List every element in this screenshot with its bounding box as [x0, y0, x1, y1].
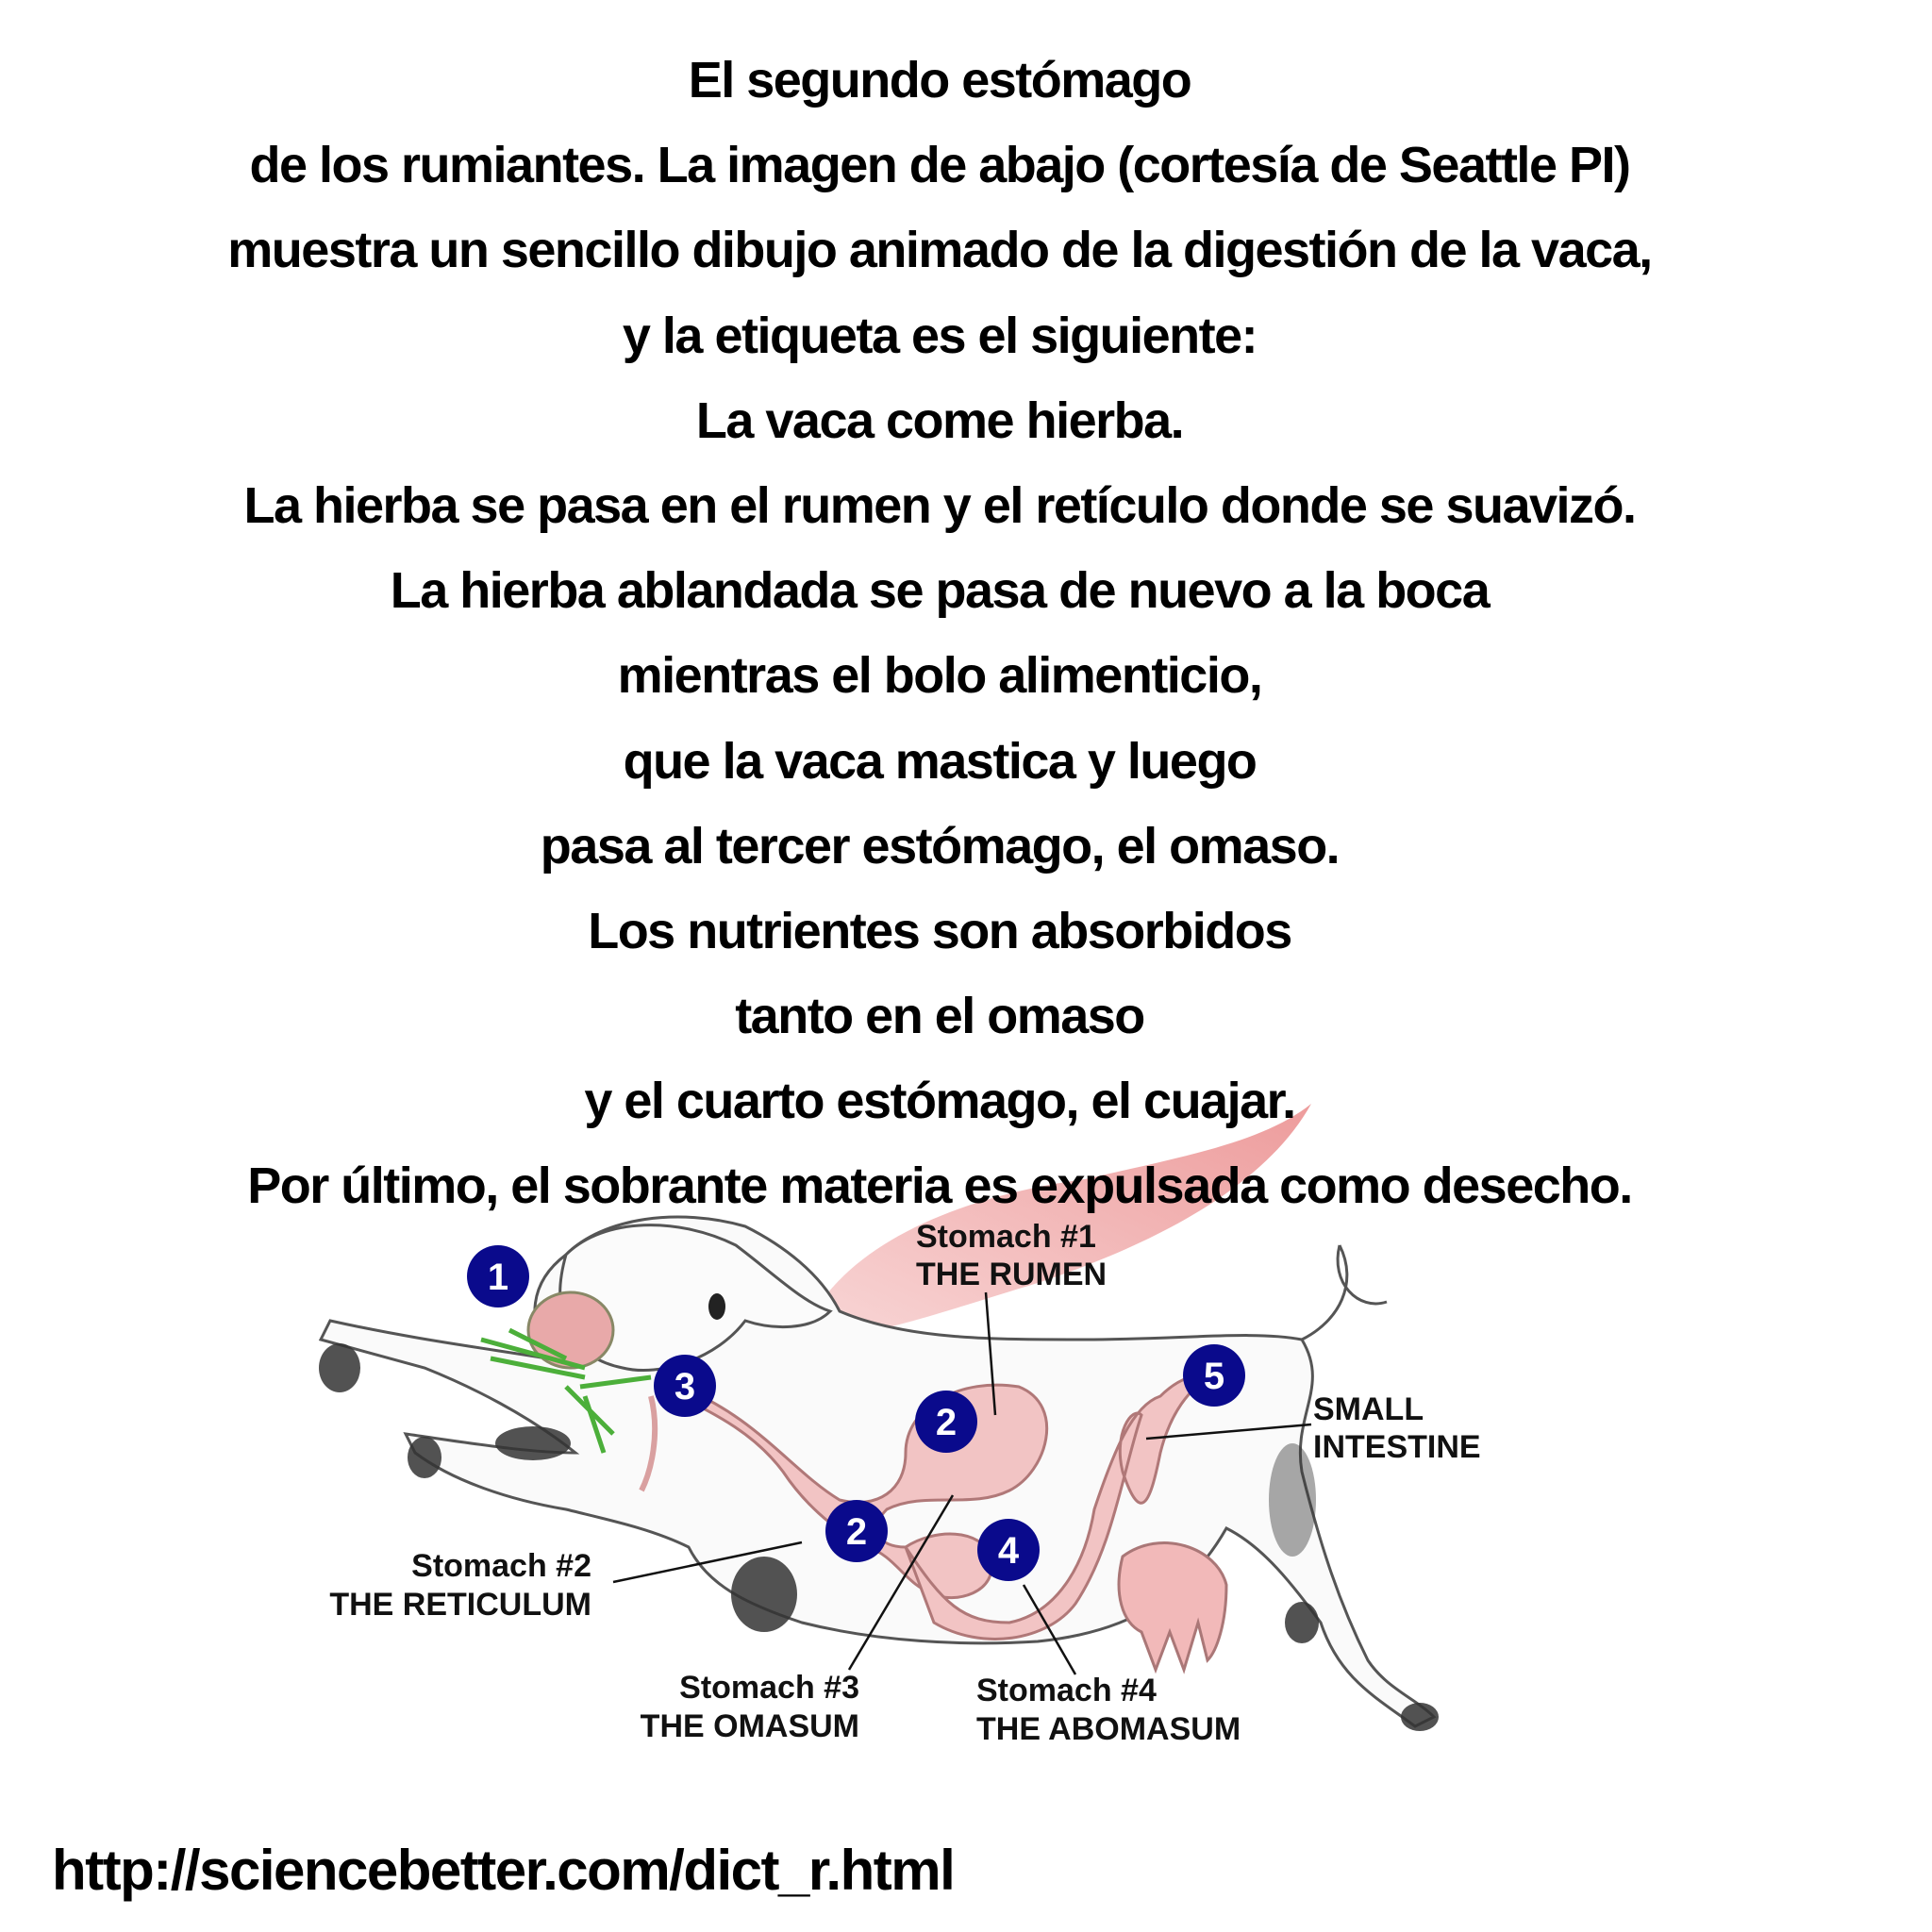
svg-text:THE ABOMASUM: THE ABOMASUM	[976, 1711, 1241, 1747]
badge-1: 1	[467, 1245, 529, 1307]
svg-text:THE RETICULUM: THE RETICULUM	[329, 1587, 591, 1623]
svg-text:1: 1	[488, 1257, 508, 1298]
label-omasum: Stomach #3 THE OMASUM	[641, 1670, 859, 1744]
caption-line: muestra un sencillo dibujo animado de la…	[227, 222, 1653, 279]
svg-text:3: 3	[675, 1366, 695, 1407]
svg-text:2: 2	[936, 1402, 957, 1443]
svg-text:2: 2	[846, 1511, 867, 1553]
svg-text:THE OMASUM: THE OMASUM	[641, 1708, 859, 1744]
caption-line: La hierba ablandada se pasa de nuevo a l…	[390, 562, 1491, 620]
caption-line: y el cuarto estómago, el cuajar.	[584, 1073, 1296, 1130]
leader-lines	[612, 1291, 1312, 1675]
udder	[1117, 1541, 1228, 1674]
badge-5: 5	[1183, 1344, 1245, 1407]
svg-text:Stomach #4: Stomach #4	[976, 1673, 1157, 1708]
svg-text:Stomach #1: Stomach #1	[916, 1219, 1096, 1255]
svg-text:Stomach #2: Stomach #2	[411, 1548, 591, 1584]
caption-line: mientras el bolo alimenticio,	[617, 647, 1263, 705]
svg-text:SMALL: SMALL	[1313, 1391, 1424, 1427]
caption-line: Los nutrientes son absorbidos	[588, 902, 1292, 959]
svg-text:5: 5	[1204, 1356, 1224, 1397]
label-abomasum: Stomach #4 THE ABOMASUM	[976, 1673, 1241, 1747]
svg-text:THE RUMEN: THE RUMEN	[916, 1257, 1107, 1292]
cow-spots	[319, 1343, 1439, 1731]
badge-3: 3	[654, 1355, 716, 1417]
caption-line: tanto en el omaso	[735, 988, 1145, 1045]
svg-text:INTESTINE: INTESTINE	[1313, 1429, 1481, 1465]
caption-line: El segundo estómago	[688, 52, 1192, 108]
step-badges: 1 3 2 2 4 5	[467, 1245, 1245, 1581]
caption-line: de los rumiantes. La imagen de abajo (co…	[249, 137, 1631, 194]
rumen-glow-shape	[802, 1104, 1311, 1340]
caption-line: Por último, el sobrante materia es expul…	[247, 1158, 1633, 1215]
svg-text:Stomach #3: Stomach #3	[679, 1670, 859, 1706]
badge-2-rumen: 2	[915, 1391, 977, 1453]
caption-text: El segundo estómago de los rumiantes. La…	[0, 38, 1879, 1229]
svg-text:4: 4	[998, 1530, 1020, 1572]
caption-line: La vaca come hierba.	[695, 391, 1185, 449]
caption-line: que la vaca mastica y luego	[623, 732, 1257, 790]
label-rumen: Stomach #1 THE RUMEN	[916, 1219, 1107, 1292]
label-reticulum: Stomach #2 THE RETICULUM	[329, 1548, 591, 1623]
badge-4: 4	[977, 1519, 1040, 1581]
grass-icon	[480, 1327, 652, 1454]
caption-line: pasa al tercer estómago, el omaso.	[540, 817, 1341, 874]
source-url: http://sciencebetter.com/dict_r.html	[52, 1839, 956, 1902]
badge-2-reticulum: 2	[825, 1500, 888, 1562]
caption-line: y la etiqueta es el siguiente:	[622, 307, 1258, 364]
caption-line: La hierba se pasa en el rumen y el retíc…	[243, 476, 1637, 534]
label-small-intestine: SMALL INTESTINE	[1313, 1391, 1481, 1465]
